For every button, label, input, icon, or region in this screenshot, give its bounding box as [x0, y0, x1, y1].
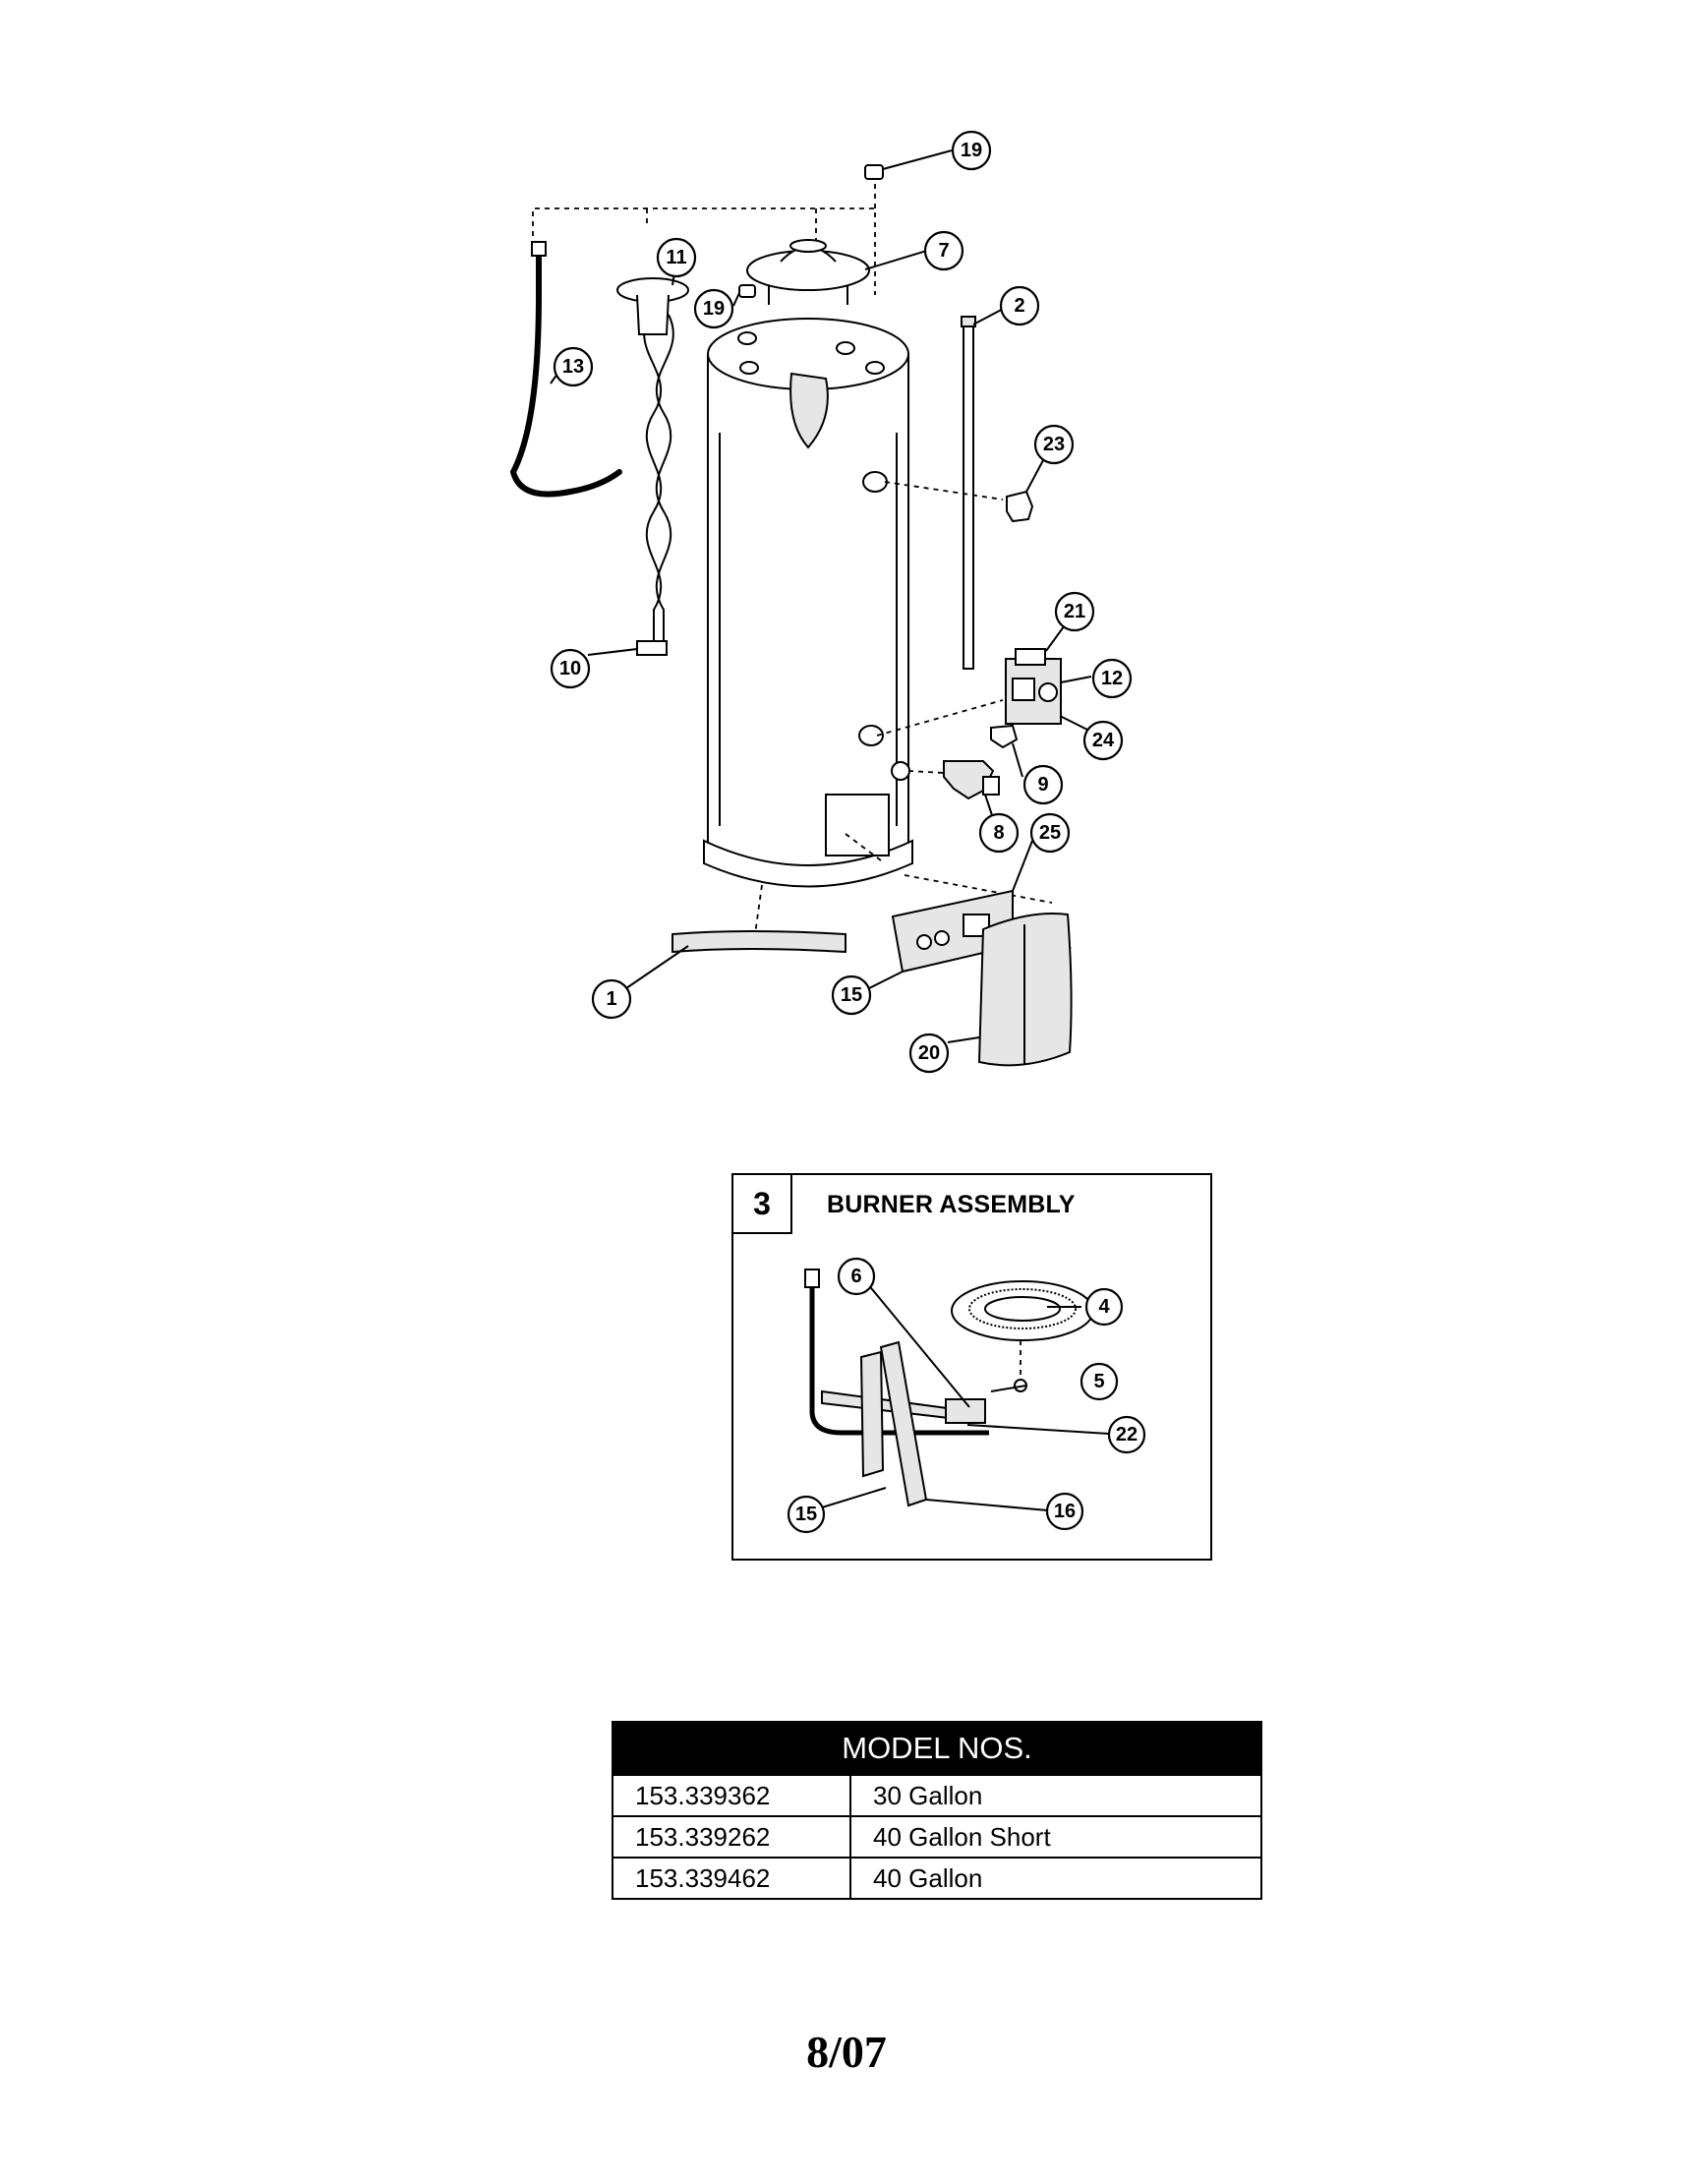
callout-19-top: 19: [951, 130, 992, 171]
model-number: 153.339262: [613, 1817, 851, 1857]
water-heater-tank: [703, 318, 913, 888]
page-date: 8/07: [806, 2027, 887, 2077]
connector-valve: [876, 699, 1004, 737]
svg-text:11: 11: [666, 247, 686, 268]
flue-baffle: [636, 314, 674, 656]
burner-assembly-title: BURNER ASSEMBLY: [827, 1191, 1076, 1218]
svg-text:16: 16: [1054, 1501, 1076, 1522]
callout-4: 4: [1084, 1287, 1124, 1327]
callout-15: 15: [831, 974, 872, 1016]
callout-9: 9: [1022, 764, 1064, 805]
svg-text:13: 13: [562, 356, 584, 378]
model-description: 40 Gallon Short: [873, 1822, 1051, 1852]
burner-ring: [951, 1280, 1094, 1341]
connector-lower: [754, 833, 1073, 950]
table-row: 153.339262 40 Gallon Short: [613, 1815, 1260, 1857]
callout-6: 6: [837, 1257, 876, 1296]
svg-text:15: 15: [795, 1504, 817, 1525]
relief-valve: [1006, 490, 1034, 523]
model-table-header: MODEL NOS.: [613, 1723, 1260, 1774]
table-row: 153.339362 30 Gallon: [613, 1774, 1260, 1815]
callout-20: 20: [908, 1033, 950, 1074]
callout-13: 13: [553, 346, 594, 387]
pilot-assembly: [990, 724, 1019, 749]
callout-15-burner: 15: [787, 1495, 826, 1534]
svg-text:6: 6: [850, 1266, 861, 1287]
svg-text:19: 19: [961, 140, 982, 161]
svg-text:19: 19: [703, 298, 725, 320]
table-row: 153.339462 40 Gallon: [613, 1857, 1260, 1898]
svg-text:5: 5: [1093, 1371, 1104, 1392]
bottom-bracket: [671, 930, 846, 954]
callout-11: 11: [656, 237, 697, 278]
callout-10: 10: [550, 648, 591, 689]
svg-text:2: 2: [1014, 295, 1024, 317]
inner-door-plate: [859, 1350, 885, 1478]
pilot-tube: [809, 1283, 989, 1436]
svg-text:23: 23: [1043, 434, 1065, 455]
svg-text:22: 22: [1116, 1424, 1138, 1446]
callout-2: 2: [999, 285, 1040, 326]
gas-control-valve: [1005, 648, 1062, 725]
nipple-cap-left: [738, 284, 756, 298]
model-number: 153.339462: [613, 1859, 851, 1898]
svg-text:1: 1: [606, 988, 616, 1010]
callout-22: 22: [1107, 1415, 1146, 1454]
model-number: 153.339362: [613, 1776, 851, 1815]
callout-8: 8: [978, 812, 1020, 854]
pilot-supply-tube: [509, 245, 622, 498]
callout-24: 24: [1082, 720, 1124, 761]
model-numbers-table: MODEL NOS. 153.339362 30 Gallon 153.3392…: [612, 1721, 1262, 1900]
door-gasket: [879, 1340, 928, 1507]
connector-relief: [884, 481, 1004, 501]
burner-assembly-diagram: 6 4 5 22 16 15: [787, 1257, 1146, 1534]
connector-top-frame: [532, 169, 876, 295]
svg-text:4: 4: [1098, 1296, 1110, 1318]
callout-5: 5: [1080, 1362, 1119, 1401]
nipple-cap-top: [864, 164, 884, 180]
callout-25: 25: [1029, 812, 1071, 854]
callout-7: 7: [923, 230, 964, 271]
model-description: 30 Gallon: [873, 1781, 983, 1810]
burner-assembly-number: 3: [733, 1175, 792, 1234]
callout-16: 16: [1045, 1492, 1084, 1531]
outer-door: [977, 913, 1073, 1067]
drain-valve: [943, 760, 1000, 800]
callout-19-left: 19: [693, 288, 734, 329]
draft-hood: [746, 239, 870, 305]
svg-text:9: 9: [1037, 774, 1048, 796]
anode-rod: [961, 316, 976, 670]
svg-text:10: 10: [559, 658, 581, 679]
svg-text:25: 25: [1039, 822, 1061, 844]
svg-text:24: 24: [1092, 730, 1115, 751]
svg-text:21: 21: [1064, 601, 1085, 622]
svg-text:20: 20: [918, 1042, 940, 1064]
callout-23: 23: [1033, 424, 1075, 465]
burner-leaders: [821, 1282, 1110, 1511]
flue-top-ring: [616, 277, 689, 335]
svg-text:8: 8: [993, 822, 1004, 844]
burner-assembly-panel: 3 BURNER ASSEMBLY 6 4 5 22: [731, 1173, 1212, 1561]
svg-text:12: 12: [1101, 668, 1123, 689]
callout-21: 21: [1054, 591, 1095, 632]
svg-text:15: 15: [841, 984, 862, 1006]
callout-12: 12: [1091, 658, 1133, 699]
callout-1: 1: [591, 978, 632, 1020]
model-description: 40 Gallon: [873, 1863, 983, 1893]
svg-text:7: 7: [938, 240, 949, 262]
water-heater-exploded-diagram: 19 7 11 19 2 13 23 21 12 24 10 9 8 25 1 …: [509, 130, 1133, 1074]
